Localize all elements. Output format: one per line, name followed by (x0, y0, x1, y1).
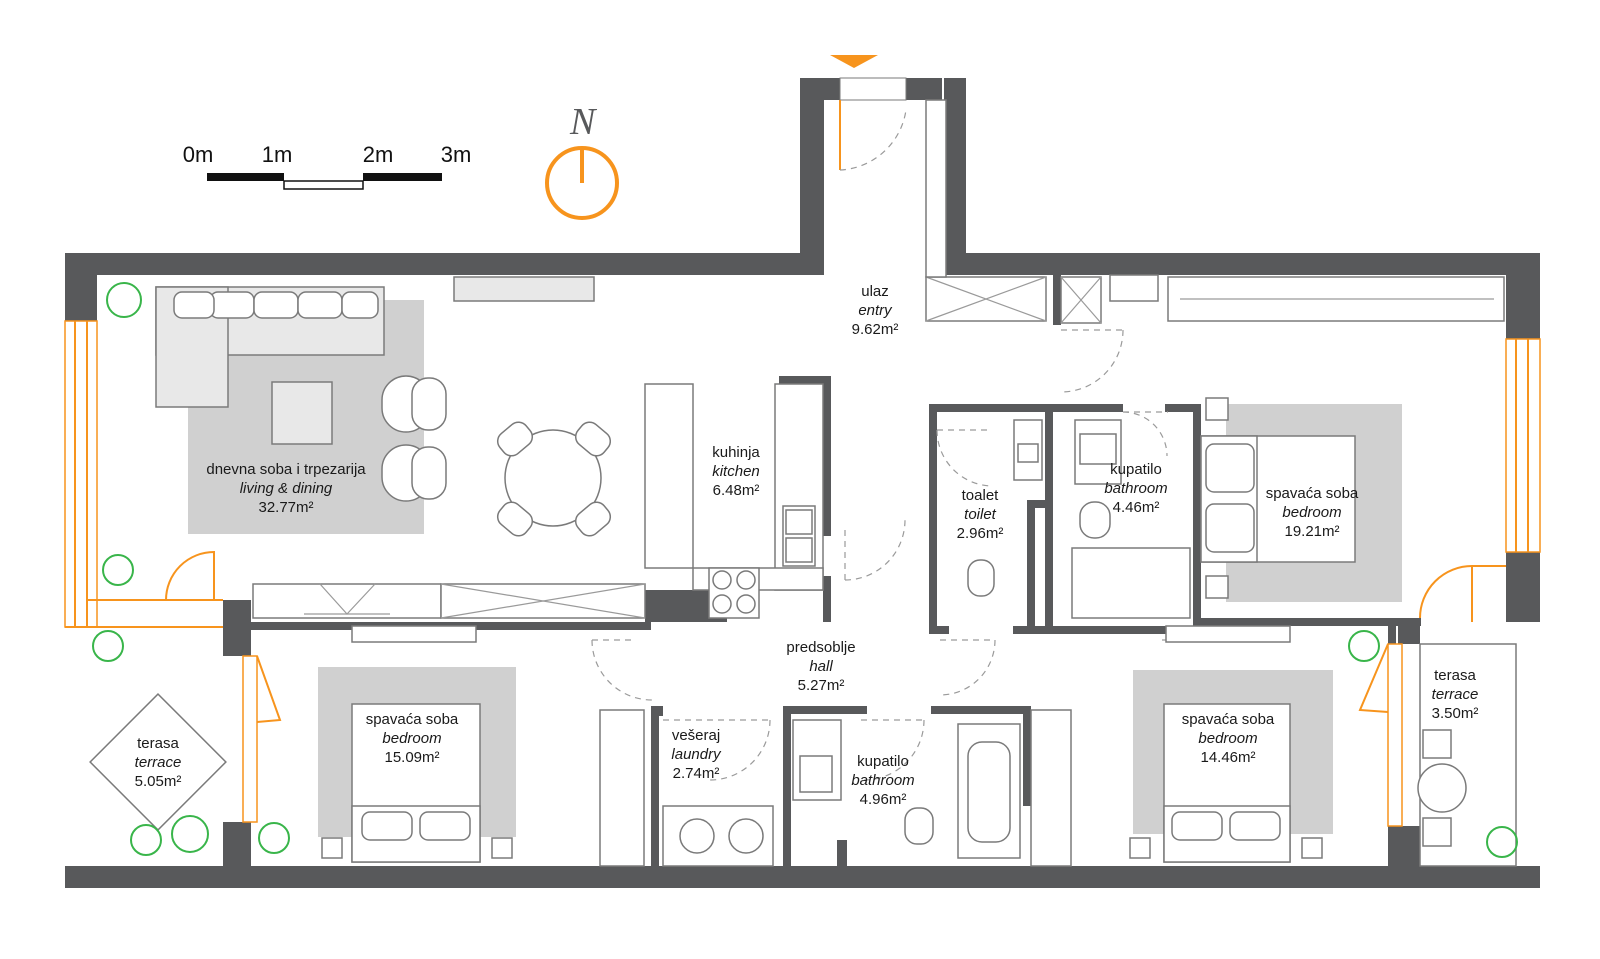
bed1-windows (1419, 338, 1541, 622)
bathroom1-door (1122, 411, 1168, 457)
scale-1m: 1m (261, 142, 293, 167)
compass-icon (545, 146, 619, 220)
terrace1-doors (242, 655, 282, 823)
sofa (155, 286, 385, 408)
entrance-arrow-icon (830, 55, 878, 68)
tv-unit (453, 276, 595, 302)
bathroom2 (792, 709, 1072, 867)
toilet-door (936, 429, 994, 487)
entry-door (839, 77, 907, 171)
plant-icons (92, 282, 1518, 858)
dining-table (496, 421, 612, 537)
terrace1-furniture (89, 693, 227, 831)
north-indicator: N (570, 101, 596, 143)
scale-0m: 0m (182, 142, 214, 167)
scale-bar (207, 173, 442, 190)
laundry-room (599, 709, 774, 867)
closet-door (1060, 329, 1124, 393)
bathroom1 (1071, 419, 1191, 619)
bed-bedroom2 (321, 625, 513, 863)
coffee-table (271, 381, 333, 445)
bed-bedroom1 (1200, 397, 1356, 599)
scale-2m: 2m (362, 142, 394, 167)
terrace2-furniture (1417, 643, 1517, 867)
entry-closets (925, 99, 1505, 324)
storage-cabinets (252, 583, 646, 619)
kitchen-door (844, 519, 906, 581)
kitchen-counters (644, 383, 824, 619)
terrace2-doors (1358, 643, 1403, 827)
bed-bedroom3 (1129, 625, 1323, 863)
exterior-walls (65, 78, 1540, 888)
armchairs (381, 375, 447, 502)
toilet-room (967, 419, 1043, 597)
living-windows (64, 320, 223, 628)
scale-3m: 3m (440, 142, 472, 167)
